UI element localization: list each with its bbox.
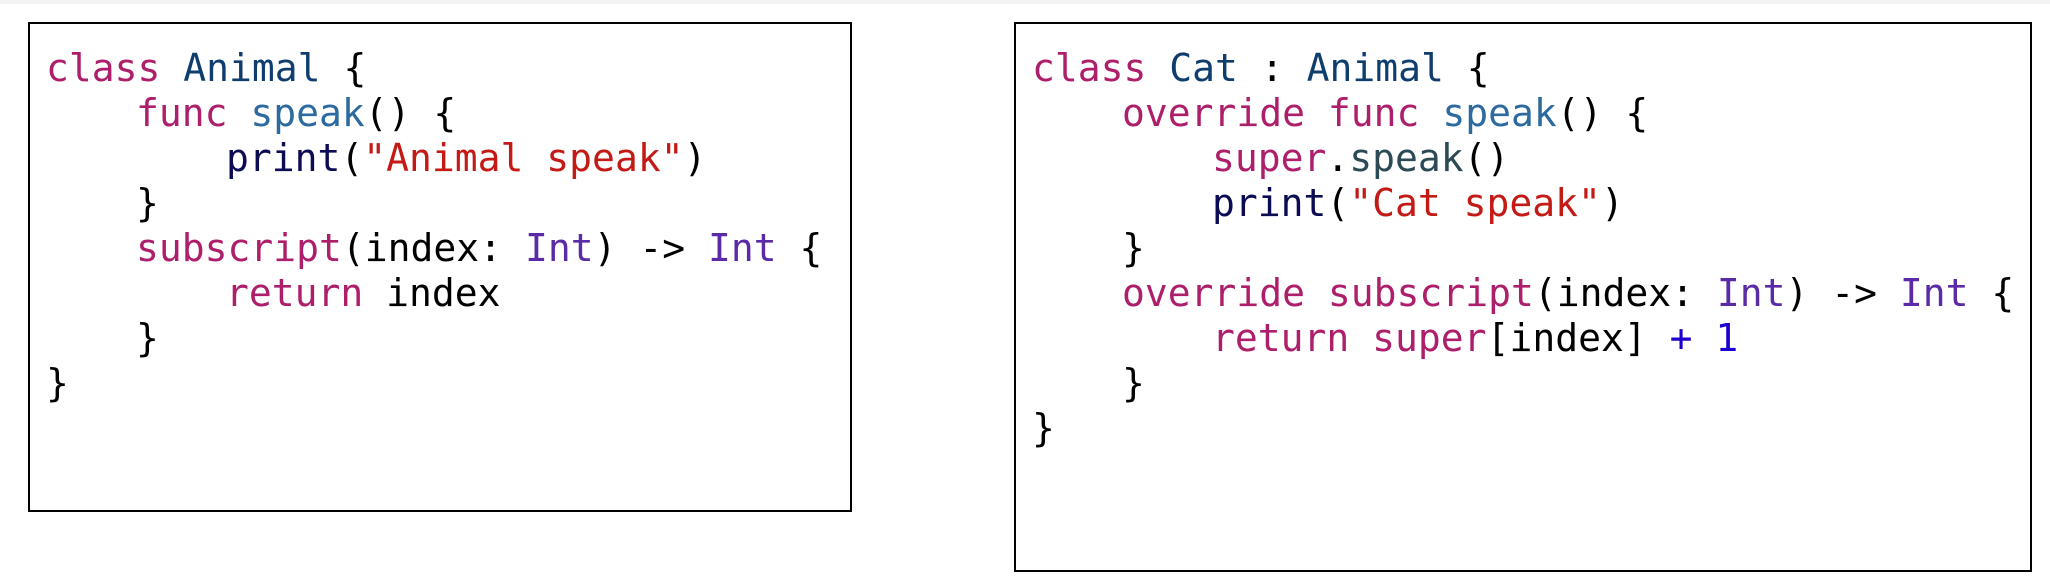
code-line: return index bbox=[46, 271, 501, 315]
param: (index: bbox=[341, 226, 525, 270]
punct: { bbox=[1443, 46, 1490, 90]
keyword: return bbox=[226, 271, 364, 315]
punct: : bbox=[1237, 46, 1307, 90]
cat-class-code-box: class Cat : Animal { override func speak… bbox=[1014, 22, 2032, 572]
animal-class-code-box: class Animal { func speak() { print("Ani… bbox=[28, 22, 852, 512]
string-literal: "Cat speak" bbox=[1349, 181, 1601, 225]
punct: } bbox=[46, 361, 69, 405]
punct: ) bbox=[683, 136, 707, 180]
punct: () { bbox=[364, 91, 457, 135]
function-name: speak bbox=[1442, 91, 1557, 135]
superclass-name: Animal bbox=[1306, 46, 1444, 90]
punct: . bbox=[1326, 136, 1350, 180]
method-call: speak bbox=[1349, 136, 1464, 180]
punct: } bbox=[1122, 226, 1145, 270]
keyword: func bbox=[136, 91, 228, 135]
code-line: super.speak() bbox=[1032, 136, 1509, 180]
code-line: subscript(index: Int) -> Int { bbox=[46, 226, 822, 270]
punct: () bbox=[1463, 136, 1510, 180]
operator: + bbox=[1669, 316, 1693, 360]
punct: ( bbox=[1326, 181, 1350, 225]
keyword: super bbox=[1212, 136, 1327, 180]
punct: ) -> bbox=[1785, 271, 1900, 315]
code-line: } bbox=[46, 316, 159, 360]
code-line: override func speak() { bbox=[1032, 91, 1648, 135]
space bbox=[1419, 91, 1442, 135]
code-line: print("Animal speak") bbox=[46, 136, 706, 180]
punct: { bbox=[1968, 271, 2015, 315]
keyword: override bbox=[1122, 271, 1306, 315]
keyword: super bbox=[1372, 316, 1487, 360]
code-line: class Animal { bbox=[46, 46, 366, 90]
string-literal: "Animal speak" bbox=[363, 136, 684, 180]
type-name: Int bbox=[524, 226, 594, 270]
top-strip bbox=[0, 0, 2050, 4]
code-line: class Cat : Animal { bbox=[1032, 46, 1490, 90]
punct: { bbox=[320, 46, 367, 90]
class-name: Animal bbox=[183, 46, 321, 90]
punct: () { bbox=[1556, 91, 1649, 135]
punct: } bbox=[136, 181, 159, 225]
keyword: return bbox=[1212, 316, 1350, 360]
code-line: return super[index] + 1 bbox=[1032, 316, 1738, 360]
number-literal: 1 bbox=[1715, 316, 1739, 360]
code-line: func speak() { bbox=[46, 91, 456, 135]
type-name: Int bbox=[1899, 271, 1969, 315]
keyword: class bbox=[46, 46, 161, 90]
code-line: } bbox=[46, 361, 69, 405]
function-call: print bbox=[226, 136, 341, 180]
type-name: Int bbox=[707, 226, 777, 270]
punct: } bbox=[1032, 406, 1055, 450]
type-name: Int bbox=[1716, 271, 1786, 315]
code-line: } bbox=[1032, 226, 1145, 270]
punct: } bbox=[136, 316, 159, 360]
code-line: } bbox=[1032, 406, 1055, 450]
space bbox=[160, 46, 183, 90]
space bbox=[1305, 271, 1328, 315]
punct: ) bbox=[1600, 181, 1624, 225]
function-name: speak bbox=[250, 91, 365, 135]
space bbox=[1305, 91, 1328, 135]
keyword: subscript bbox=[136, 226, 342, 270]
punct: } bbox=[1122, 361, 1145, 405]
space bbox=[228, 91, 251, 135]
keyword: class bbox=[1032, 46, 1147, 90]
param: (index: bbox=[1533, 271, 1717, 315]
identifier: index bbox=[363, 271, 501, 315]
code-line: } bbox=[46, 181, 159, 225]
space bbox=[1692, 316, 1715, 360]
class-name: Cat bbox=[1169, 46, 1238, 90]
code-line: } bbox=[1032, 361, 1145, 405]
punct: { bbox=[776, 226, 823, 270]
code-line: print("Cat speak") bbox=[1032, 181, 1624, 225]
keyword: override bbox=[1122, 91, 1306, 135]
space bbox=[1349, 316, 1372, 360]
punct: ) -> bbox=[593, 226, 708, 270]
function-call: print bbox=[1212, 181, 1327, 225]
subscript-access: [index] bbox=[1486, 316, 1670, 360]
keyword: subscript bbox=[1327, 271, 1534, 315]
code-line: override subscript(index: Int) -> Int { bbox=[1032, 271, 2014, 315]
keyword: func bbox=[1327, 91, 1420, 135]
space bbox=[1146, 46, 1169, 90]
punct: ( bbox=[340, 136, 364, 180]
